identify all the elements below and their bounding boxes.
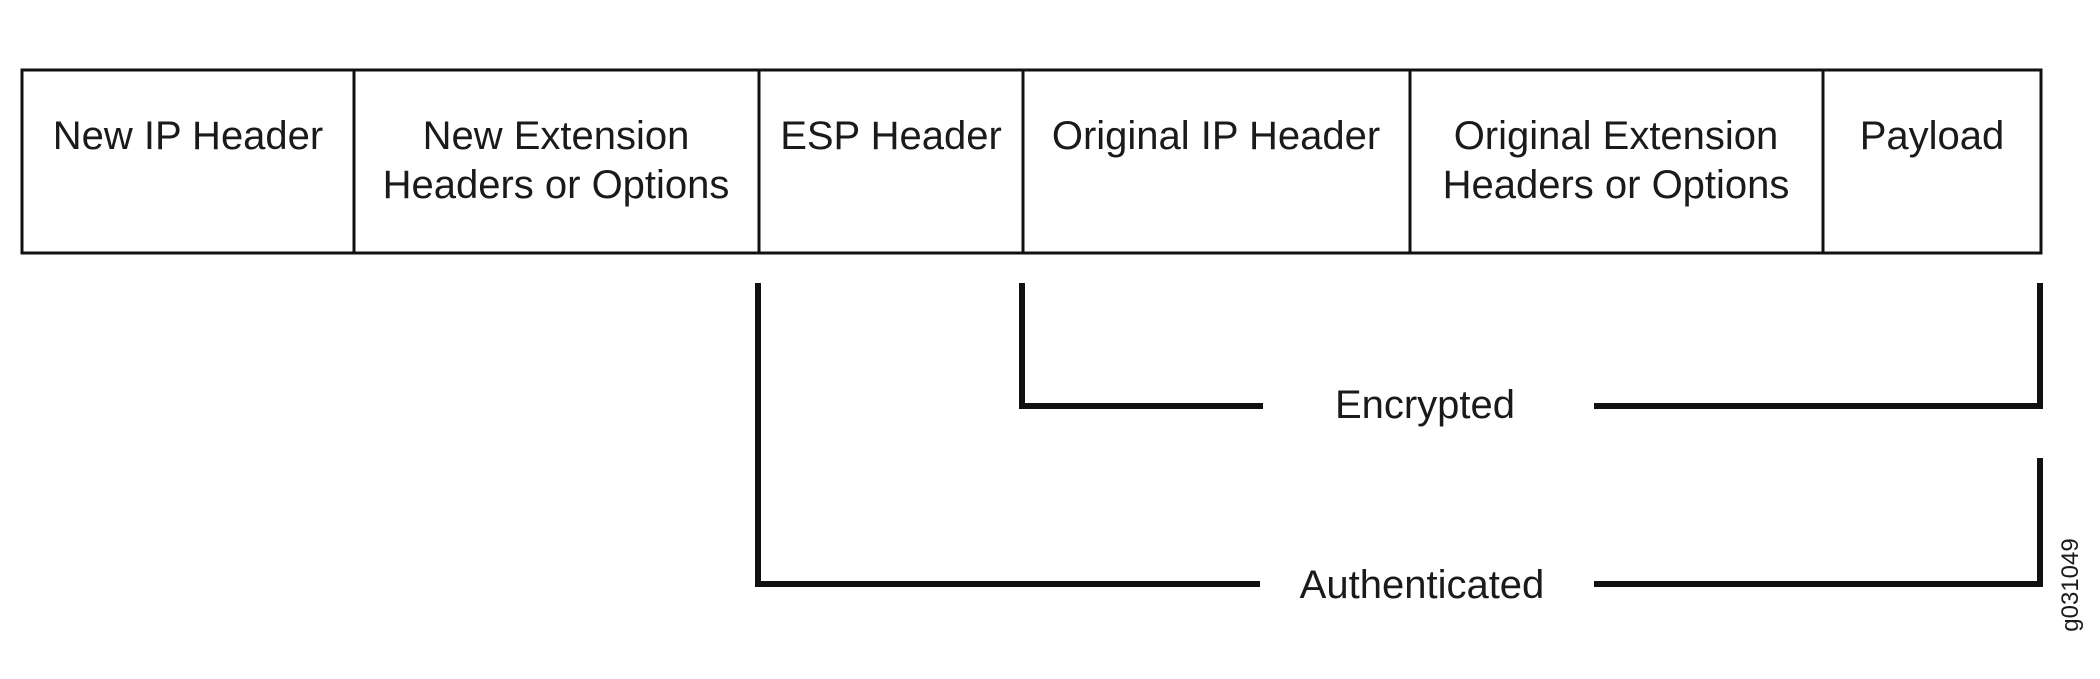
authenticated-bracket: Authenticated <box>755 283 2043 607</box>
field-original-ip-header: Original IP Header <box>1052 114 1380 158</box>
field-esp-header: ESP Header <box>780 114 1002 158</box>
field-payload: Payload <box>1860 114 2005 158</box>
encrypted-label: Encrypted <box>1335 383 1515 427</box>
encrypted-bracket: Encrypted <box>1019 283 2043 427</box>
figure-id: g031049 <box>2057 538 2084 631</box>
field-new-extension-headers-line2: Headers or Options <box>383 163 730 207</box>
field-new-ip-header: New IP Header <box>53 114 324 158</box>
field-original-extension-headers-line1: Original Extension <box>1454 114 1779 158</box>
authenticated-label: Authenticated <box>1300 563 1545 607</box>
packet-outline <box>20 68 2043 255</box>
field-original-extension-headers-line2: Headers or Options <box>1443 163 1790 207</box>
field-new-extension-headers-line1: New Extension <box>423 114 690 158</box>
